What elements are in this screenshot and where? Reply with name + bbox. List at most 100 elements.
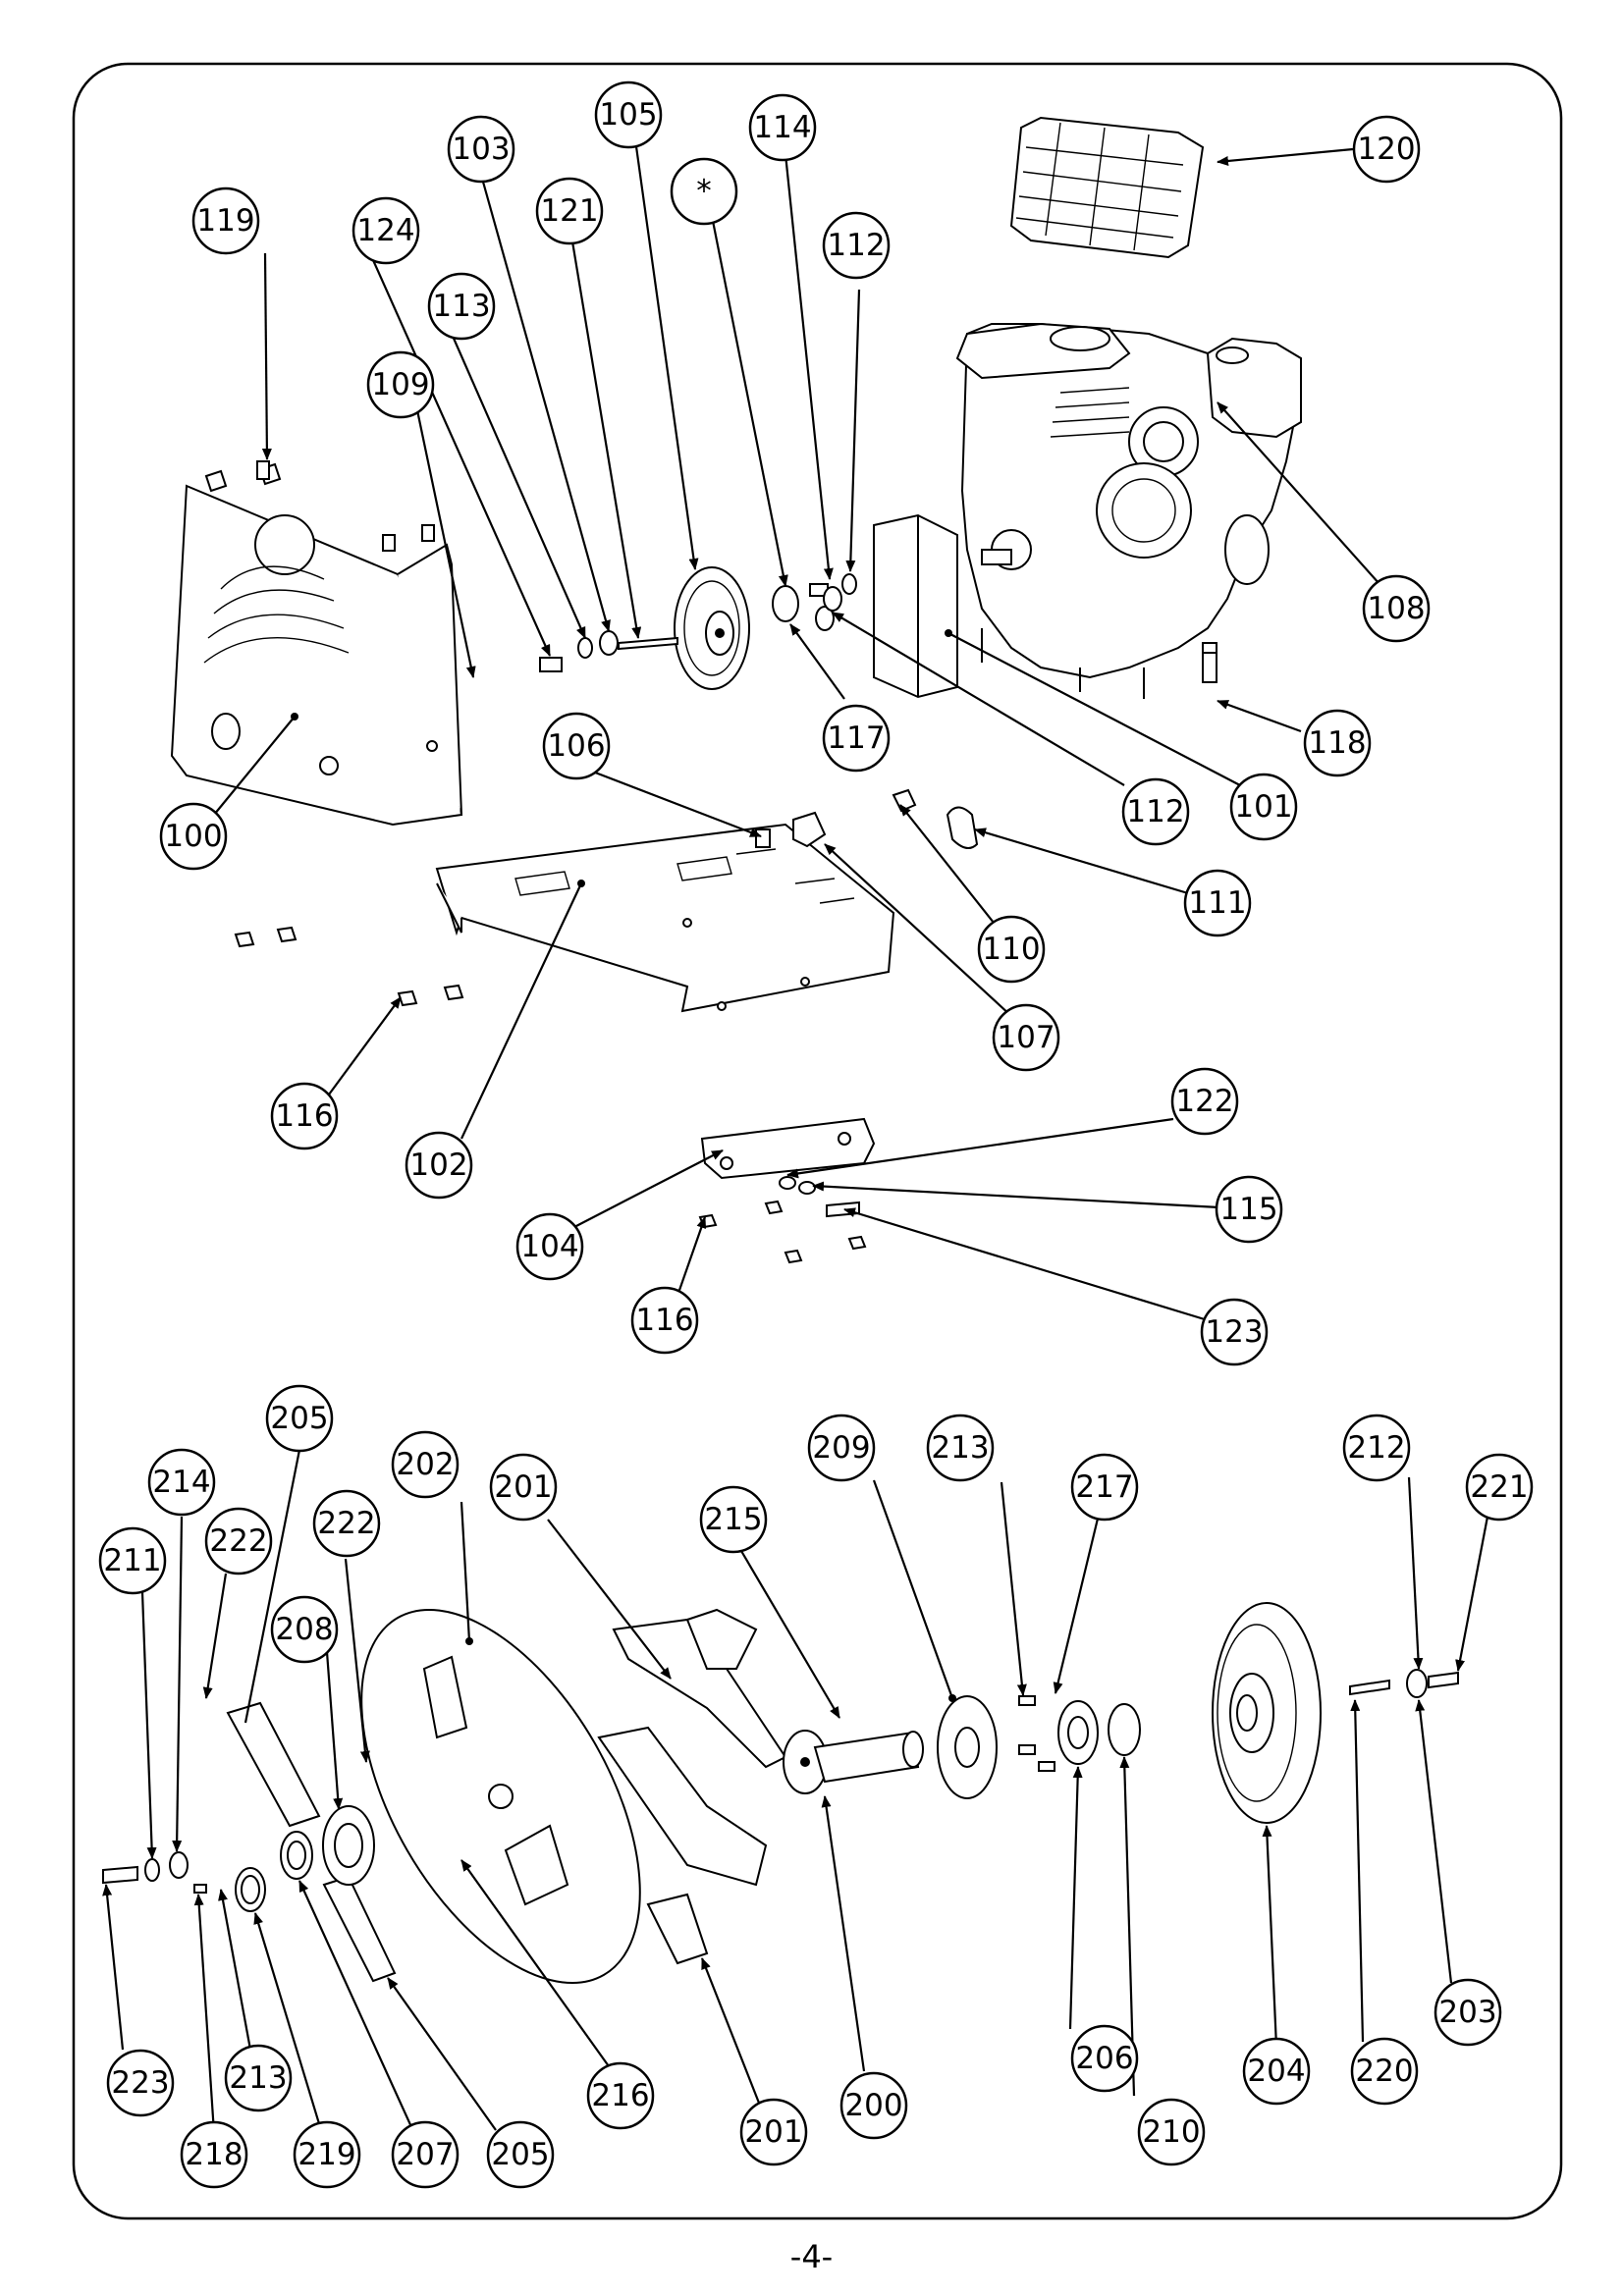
- svg-text:216: 216: [591, 2078, 649, 2113]
- svg-text:222: 222: [209, 1523, 267, 1559]
- svg-text:103: 103: [452, 132, 510, 167]
- pulley-hardware: [539, 630, 678, 672]
- svg-text:215: 215: [704, 1502, 762, 1537]
- svg-text:112: 112: [827, 228, 885, 263]
- callout-108: 108: [1362, 574, 1431, 643]
- callout-120: 120: [1352, 115, 1421, 184]
- svg-text:101: 101: [1234, 789, 1292, 825]
- belt-guard: [170, 462, 463, 827]
- svg-text:102: 102: [409, 1148, 467, 1183]
- callout-207: 207: [391, 2120, 460, 2189]
- svg-text:207: 207: [396, 2137, 454, 2172]
- rotor-arms: [597, 1608, 787, 1965]
- svg-text:120: 120: [1357, 132, 1415, 167]
- callout-216: 216: [586, 2061, 655, 2130]
- part-drawings: [102, 116, 1459, 1984]
- callout-205-bottom: 205: [486, 2120, 555, 2189]
- svg-text:115: 115: [1219, 1192, 1277, 1227]
- svg-text:123: 123: [1205, 1314, 1263, 1350]
- callout-114: 114: [748, 93, 817, 162]
- svg-text:124: 124: [356, 213, 414, 248]
- engine: [955, 322, 1302, 699]
- svg-text:111: 111: [1188, 885, 1246, 921]
- svg-text:109: 109: [371, 367, 429, 402]
- callout-219: 219: [293, 2120, 361, 2189]
- svg-text:211: 211: [103, 1543, 161, 1578]
- callout-201-top: 201: [489, 1453, 558, 1522]
- tension-bracket: [698, 1117, 876, 1264]
- callout-106: 106: [542, 712, 611, 780]
- callout-105: 105: [594, 80, 663, 149]
- svg-text:205: 205: [270, 1401, 328, 1436]
- svg-text:220: 220: [1355, 2054, 1413, 2089]
- rotor-disc: [360, 1609, 641, 1984]
- callout-200: 200: [839, 2071, 908, 2140]
- svg-text:206: 206: [1075, 2041, 1133, 2076]
- callout-118: 118: [1303, 709, 1372, 777]
- callout-211: 211: [98, 1526, 167, 1595]
- callout-217: 217: [1070, 1453, 1139, 1522]
- svg-text:108: 108: [1367, 591, 1425, 626]
- svg-text:205: 205: [491, 2137, 549, 2172]
- callout-116-center: 116: [630, 1286, 699, 1355]
- svg-text:119: 119: [196, 203, 254, 239]
- nuts-116-upper: [234, 926, 464, 1007]
- svg-text:112: 112: [1126, 794, 1184, 829]
- svg-text:203: 203: [1438, 1995, 1496, 2030]
- page-number: -4-: [789, 2238, 834, 2275]
- bolt-119: [256, 460, 435, 552]
- callout-124: 124: [352, 196, 420, 265]
- bearing-housing: [235, 1805, 375, 1912]
- callout-203: 203: [1434, 1978, 1502, 2047]
- callout-214: 214: [147, 1448, 216, 1517]
- svg-text:117: 117: [827, 721, 885, 756]
- callout-208: 208: [270, 1595, 339, 1664]
- callout-222-right: 222: [312, 1489, 381, 1558]
- callout-222-left: 222: [204, 1507, 273, 1575]
- callout-204: 204: [1242, 2037, 1311, 2106]
- callout-123: 123: [1200, 1298, 1269, 1366]
- svg-text:221: 221: [1470, 1469, 1528, 1505]
- svg-text:118: 118: [1308, 725, 1366, 761]
- engine-bolts: [1202, 642, 1217, 683]
- base-plate: [435, 823, 895, 1013]
- callout-206: 206: [1070, 2024, 1139, 2093]
- callout-101: 101: [1229, 773, 1298, 841]
- svg-text:223: 223: [111, 2065, 169, 2101]
- svg-text:214: 214: [152, 1465, 210, 1500]
- svg-text:219: 219: [298, 2137, 355, 2172]
- svg-text:*: *: [696, 174, 712, 209]
- svg-text:202: 202: [396, 1447, 454, 1482]
- svg-text:106: 106: [547, 728, 605, 764]
- svg-text:100: 100: [164, 819, 222, 854]
- svg-text:201: 201: [744, 2114, 802, 2150]
- callout-202: 202: [391, 1430, 460, 1499]
- callout-112-top: 112: [822, 211, 891, 280]
- callout-113: 113: [427, 272, 496, 341]
- callout-102: 102: [405, 1131, 473, 1200]
- svg-text:104: 104: [520, 1229, 578, 1264]
- callout-209: 209: [807, 1414, 876, 1482]
- svg-text:201: 201: [494, 1469, 552, 1505]
- rotor-shaft: [783, 1730, 924, 1794]
- svg-text:213: 213: [931, 1430, 989, 1466]
- svg-text:204: 204: [1247, 2054, 1305, 2089]
- svg-text:222: 222: [317, 1506, 375, 1541]
- callout-213-bottom: 213: [224, 2044, 293, 2112]
- svg-text:217: 217: [1075, 1469, 1133, 1505]
- shaft-bolt-group: [102, 1851, 207, 1894]
- callout-103: 103: [447, 115, 515, 184]
- callout-109: 109: [366, 350, 435, 419]
- callouts: 100 101 102 103 104 105 106 107 108 109 …: [98, 80, 1534, 2189]
- engine-spacer-block: [873, 513, 958, 699]
- svg-text:209: 209: [812, 1430, 870, 1466]
- svg-text:213: 213: [229, 2060, 287, 2096]
- svg-text:114: 114: [753, 110, 811, 145]
- callout-112-bottom: 112: [1121, 777, 1190, 846]
- callout-115: 115: [1215, 1175, 1283, 1244]
- callout-215: 215: [699, 1485, 768, 1554]
- callout-116-left: 116: [270, 1082, 339, 1150]
- callout-104: 104: [515, 1212, 584, 1281]
- svg-text:121: 121: [540, 193, 598, 229]
